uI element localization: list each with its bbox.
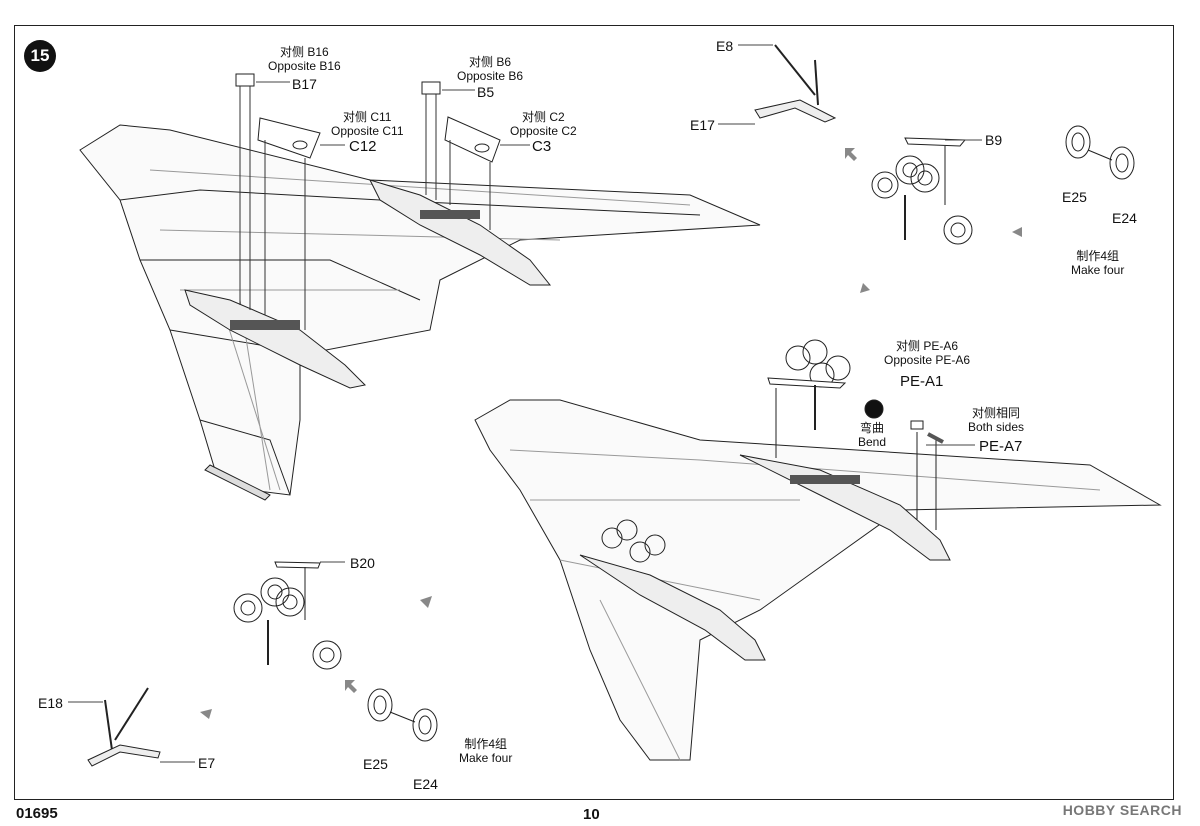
upper-wing-drawing — [79, 73, 761, 501]
part-pea1: PE-A1 — [900, 373, 944, 390]
page-frame — [14, 25, 1174, 800]
callout-en: Bend — [858, 435, 887, 449]
callout-cn: 制作4组 — [464, 737, 508, 751]
callout-en: Opposite B6 — [457, 69, 524, 83]
part-pea7: PE-A7 — [979, 438, 1023, 455]
callout-opposite-c11: 对侧 C11 Opposite C11 — [331, 110, 404, 138]
part-e7: E7 — [198, 755, 216, 771]
callout-cn: 对侧 B6 — [469, 55, 512, 69]
callout-make-four-bottom: 制作4组 Make four — [459, 737, 512, 765]
callout-en: Make four — [1071, 263, 1125, 277]
part-c12: C12 — [349, 138, 377, 155]
callout-en: Make four — [459, 751, 513, 765]
part-b20: B20 — [350, 555, 375, 571]
part-b5: B5 — [477, 84, 495, 100]
part-e24-top: E24 — [1112, 210, 1137, 226]
callout-en: Both sides — [968, 420, 1025, 434]
direction-arrows — [200, 148, 1022, 719]
gear-assembly-top — [718, 44, 1135, 245]
callout-en: Opposite B16 — [268, 59, 341, 73]
callout-en: Opposite C11 — [331, 124, 404, 138]
part-e17: E17 — [690, 117, 715, 133]
callout-cn: 对侧相同 — [972, 406, 1021, 420]
part-c3: C3 — [532, 138, 552, 155]
callout-both-sides: 对侧相同 Both sides — [968, 406, 1024, 434]
part-b17: B17 — [292, 76, 317, 92]
callout-en: Opposite PE-A6 — [884, 353, 971, 367]
part-e8: E8 — [716, 38, 734, 54]
callout-cn: 制作4组 — [1076, 249, 1120, 263]
gear-assembly-bottom — [68, 561, 438, 767]
watermark: HOBBY SEARCH — [1062, 802, 1182, 818]
callout-opposite-pea6: 对侧 PE-A6 Opposite PE-A6 — [884, 339, 970, 367]
callout-bend: 弯曲 Bend — [858, 421, 886, 449]
callout-opposite-b16: 对侧 B16 Opposite B16 — [268, 45, 341, 73]
callout-cn: 对侧 C11 — [343, 110, 392, 124]
callout-opposite-c2: 对侧 C2 Opposite C2 — [510, 110, 577, 138]
callout-en: Opposite C2 — [510, 124, 577, 138]
part-e18: E18 — [38, 695, 63, 711]
step-number-badge: 15 — [24, 40, 56, 72]
part-e24-bottom: E24 — [413, 776, 438, 792]
page-number: 10 — [583, 806, 600, 823]
callout-cn: 对侧 C2 — [522, 110, 565, 124]
callout-cn: 对侧 B16 — [280, 45, 329, 59]
lower-wing-drawing — [474, 339, 1162, 761]
callout-make-four-top: 制作4组 Make four — [1071, 249, 1124, 277]
callout-cn: 弯曲 — [860, 421, 885, 435]
part-b9: B9 — [985, 132, 1003, 148]
callout-cn: 对侧 PE-A6 — [896, 339, 959, 353]
part-e25-bottom: E25 — [363, 756, 388, 772]
part-e25-top: E25 — [1062, 189, 1087, 205]
product-code: 01695 — [16, 805, 58, 822]
callout-opposite-b6: 对侧 B6 Opposite B6 — [457, 55, 523, 83]
